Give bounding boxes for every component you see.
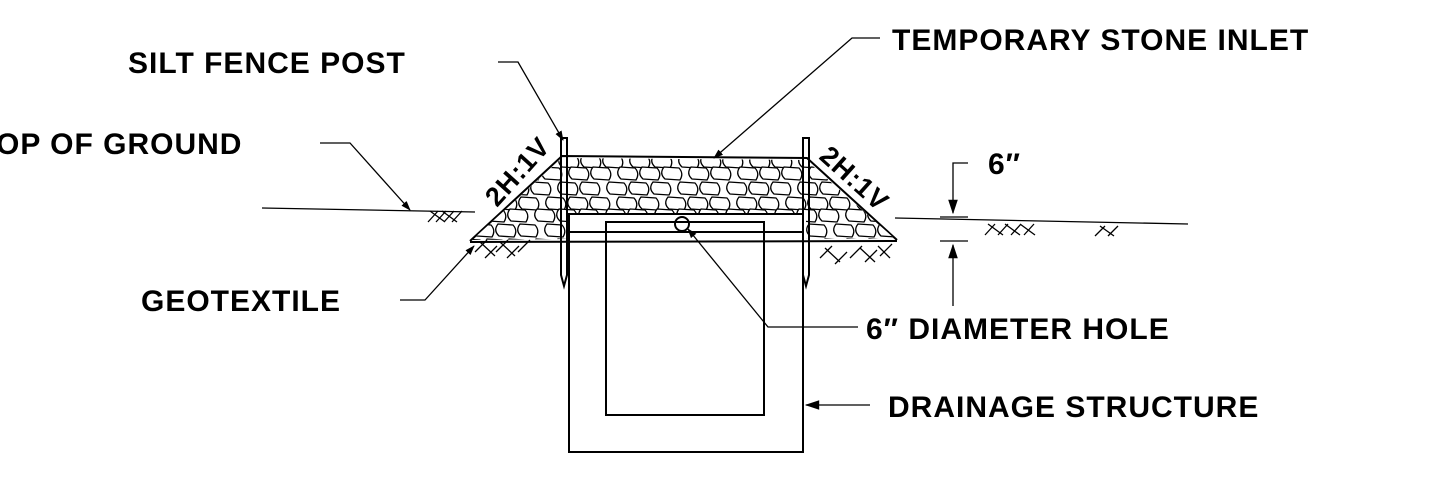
stone	[855, 223, 877, 238]
stone	[713, 223, 735, 238]
stone	[784, 223, 806, 238]
label-dim-six-inch: 6″	[988, 148, 1021, 181]
stone	[472, 166, 492, 181]
leader-six-inch-hole	[687, 228, 858, 328]
stone	[879, 166, 895, 181]
stone	[770, 181, 792, 196]
stone	[735, 223, 757, 238]
stone	[593, 223, 615, 238]
stone-inlet-outline	[469, 154, 898, 242]
stone	[495, 223, 517, 238]
stone	[829, 196, 851, 211]
stone	[759, 166, 781, 181]
stone	[605, 208, 627, 223]
stone	[833, 223, 855, 238]
silt-fence-post-left	[560, 137, 568, 290]
stone	[894, 208, 895, 223]
stone	[568, 166, 590, 181]
stone	[650, 181, 672, 196]
label-six-inch-diameter-hole: 6″ DIAMETER HOLE	[866, 313, 1170, 346]
label-temporary-stone-inlet: TEMPORARY STONE INLET	[892, 24, 1309, 57]
stone	[661, 166, 683, 181]
stone	[748, 181, 770, 196]
stone	[472, 181, 481, 196]
stone	[747, 208, 769, 223]
silt-fence-post-right	[802, 137, 810, 290]
stone	[806, 223, 828, 238]
stone	[567, 196, 589, 211]
label-top-of-ground: OP OF GROUND	[0, 128, 242, 161]
stone	[507, 208, 529, 223]
ground-hatch-left	[427, 210, 531, 259]
stone	[902, 167, 922, 180]
stone	[541, 166, 563, 181]
stone	[518, 196, 540, 211]
stone	[482, 158, 504, 169]
stone	[737, 166, 759, 181]
stone	[688, 166, 710, 181]
stone	[638, 196, 660, 211]
stone	[807, 196, 829, 211]
stone	[534, 208, 556, 223]
stone	[709, 196, 731, 211]
stone	[726, 181, 748, 196]
stone	[628, 181, 650, 196]
stone	[736, 196, 758, 211]
leader-geotextile	[400, 245, 475, 301]
stone	[797, 181, 819, 196]
stone	[517, 223, 539, 238]
stone	[472, 158, 482, 169]
stone	[677, 181, 699, 196]
stone	[639, 166, 661, 181]
stone	[590, 166, 612, 181]
drainage-structure-inner	[605, 221, 765, 416]
stone	[530, 181, 552, 196]
stone	[606, 181, 628, 196]
stone	[545, 196, 567, 211]
leader-temporary-stone-inlet	[713, 37, 880, 159]
leader-silt-fence-post	[498, 61, 564, 141]
stone	[757, 223, 779, 238]
stone	[796, 208, 818, 223]
stone	[687, 196, 709, 211]
stone	[698, 208, 720, 223]
stone	[906, 197, 926, 210]
stone	[579, 181, 601, 196]
stone	[589, 196, 611, 211]
stone	[725, 208, 747, 223]
ground-line-right	[894, 217, 1189, 225]
stone	[617, 166, 639, 181]
stone	[818, 208, 840, 223]
leader-top-of-ground	[320, 142, 411, 211]
stone	[615, 223, 637, 238]
stone	[774, 208, 796, 223]
stone	[699, 181, 721, 196]
label-geotextile: GEOTEXTILE	[141, 285, 341, 318]
stone	[905, 224, 925, 237]
ground-hatch-right	[819, 223, 1119, 265]
stone	[654, 208, 676, 223]
ground-line-left	[261, 207, 476, 213]
stone	[627, 208, 649, 223]
six-inch-hole	[674, 216, 690, 232]
label-drainage-structure: DRAINAGE STRUCTURE	[888, 391, 1259, 424]
geotextile-line	[469, 240, 898, 243]
stone	[869, 158, 891, 169]
stone	[665, 196, 687, 211]
stone	[845, 208, 867, 223]
drainage-structure-outer	[568, 213, 804, 453]
stone	[758, 196, 780, 211]
stone	[710, 166, 732, 181]
stone	[544, 223, 566, 238]
stone	[472, 238, 484, 240]
label-silt-fence-post: SILT FENCE POST	[128, 47, 406, 80]
stone	[781, 166, 803, 181]
stone	[891, 158, 895, 169]
dimension-six-inch	[940, 162, 968, 306]
stone	[637, 223, 659, 238]
stone	[616, 196, 638, 211]
stone	[578, 208, 600, 223]
